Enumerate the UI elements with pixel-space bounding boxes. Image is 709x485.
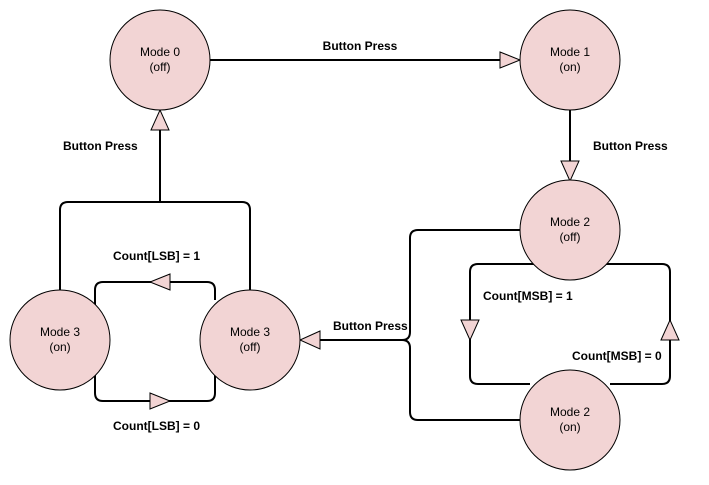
edge-label-mode3-lsb-1: Count[LSB] = 1	[113, 249, 200, 263]
edge-label-mode2-msb-1: Count[MSB] = 1	[483, 289, 573, 303]
edge-mode3-on-up	[59, 201, 160, 290]
edge-mode3-to-mode0	[159, 130, 251, 290]
state-value: (off)	[149, 60, 170, 74]
arrowhead-mode2-to-mode3	[298, 330, 321, 350]
edge-label-mode1-to-mode2: Button Press	[593, 139, 668, 153]
state-circle	[519, 369, 621, 471]
state-mode1-on: Mode 1 (on)	[519, 9, 621, 111]
arrowhead-mode3-lsb-0	[149, 392, 172, 410]
edge-mode2-msb-0	[600, 263, 671, 385]
edge-label-mode3-to-mode0: Button Press	[63, 139, 138, 153]
arrowhead-mode2-msb-1	[460, 319, 480, 342]
arrowhead-mode0-to-mode1	[499, 51, 522, 69]
edge-mode2-msb-1	[469, 263, 540, 385]
state-name: Mode 1	[550, 45, 590, 59]
arrowhead-mode3-lsb-1	[148, 273, 171, 291]
state-circle	[109, 9, 211, 111]
arrowhead-mode1-to-mode2	[560, 160, 580, 183]
state-value: (off)	[559, 230, 580, 244]
state-circle	[519, 179, 621, 281]
state-value: (on)	[559, 420, 580, 434]
state-name: Mode 3	[230, 325, 270, 339]
state-value: (on)	[559, 60, 580, 74]
edge-label-mode0-to-mode1: Button Press	[323, 39, 398, 53]
state-name: Mode 3	[40, 325, 80, 339]
state-mode2-on: Mode 2 (on)	[519, 369, 621, 471]
state-value: (on)	[49, 340, 70, 354]
arrowhead-mode3-to-mode0	[150, 108, 170, 131]
state-name: Mode 2	[550, 405, 590, 419]
state-name: Mode 2	[550, 215, 590, 229]
state-mode0-off: Mode 0 (off)	[109, 9, 211, 111]
edge-label-mode3-lsb-0: Count[LSB] = 0	[113, 419, 200, 433]
edge-mode3-lsb-1	[94, 281, 216, 305]
edge-mode2-on-join	[401, 339, 521, 421]
state-circle	[9, 289, 111, 391]
state-name: Mode 0	[140, 45, 180, 59]
state-mode2-off: Mode 2 (off)	[519, 179, 621, 281]
state-circle	[519, 9, 621, 111]
state-circle	[199, 289, 301, 391]
arrowhead-mode2-msb-0	[660, 318, 680, 341]
state-mode3-off: Mode 3 (off)	[199, 289, 301, 391]
state-value: (off)	[239, 340, 260, 354]
edge-label-mode2-to-mode3: Button Press	[333, 319, 408, 333]
state-mode3-on: Mode 3 (on)	[9, 289, 111, 391]
edge-label-mode2-msb-0: Count[MSB] = 0	[572, 349, 662, 363]
